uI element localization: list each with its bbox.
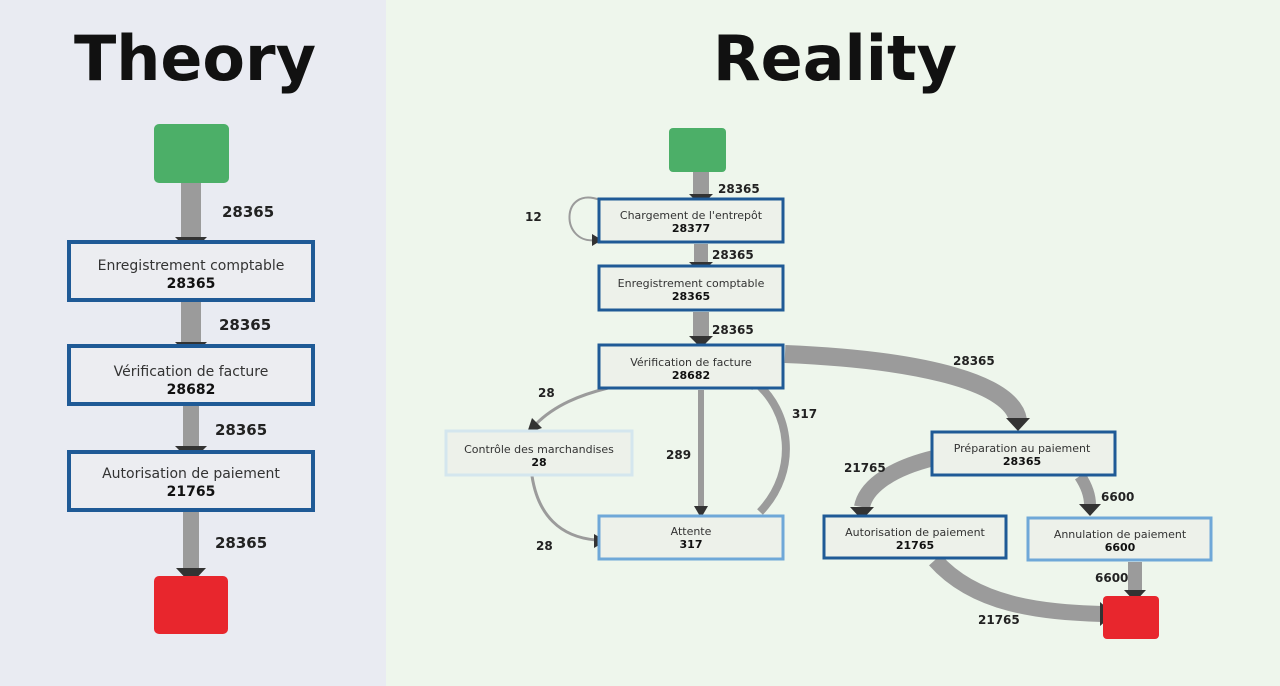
edge-label: 28 bbox=[538, 386, 555, 400]
node-label: Enregistrement comptable bbox=[98, 258, 285, 274]
theory-edge-enregistrement-verification bbox=[181, 302, 201, 346]
reality-edge-verification-preparation bbox=[784, 345, 1027, 423]
node-label: Autorisation de paiement bbox=[845, 526, 985, 539]
edge-label: 28365 bbox=[953, 354, 995, 368]
node-count: 28365 bbox=[167, 276, 216, 292]
theory-start-node bbox=[154, 124, 229, 183]
node-count: 28377 bbox=[672, 222, 710, 235]
theory-end-node bbox=[154, 576, 228, 634]
edge-label: 28365 bbox=[718, 182, 760, 196]
reality-edge-enregistrement-verification bbox=[693, 312, 709, 338]
theory-node-enregistrement: Enregistrement comptable 28365 bbox=[67, 240, 315, 302]
node-label: Vérification de facture bbox=[114, 364, 269, 380]
reality-edge-preparation-autorisation bbox=[854, 450, 936, 510]
node-label: Chargement de l'entrepôt bbox=[620, 209, 763, 222]
reality-edge-chargement-loop bbox=[568, 196, 601, 242]
node-label: Annulation de paiement bbox=[1054, 528, 1187, 541]
theory-diagram: Enregistrement comptable 28365 Vérificat… bbox=[67, 124, 315, 634]
reality-edge-autorisation-end bbox=[929, 554, 1103, 622]
edge-label: 28365 bbox=[215, 534, 267, 552]
node-count: 21765 bbox=[167, 484, 216, 500]
node-count: 6600 bbox=[1105, 541, 1136, 554]
arrowhead-icon bbox=[1079, 504, 1101, 516]
reality-node-attente: Attente 317 bbox=[597, 514, 785, 561]
arrowhead-icon bbox=[689, 336, 713, 348]
node-label: Préparation au paiement bbox=[954, 442, 1091, 455]
edge-label: 21765 bbox=[978, 613, 1020, 627]
arrowhead-icon bbox=[527, 418, 542, 433]
theory-node-verification: Vérification de facture 28682 bbox=[67, 344, 315, 406]
theory-node-autorisation: Autorisation de paiement 21765 bbox=[67, 450, 315, 512]
edge-label: 28365 bbox=[215, 421, 267, 439]
reality-edge-attente-verification bbox=[752, 378, 790, 515]
arrowhead-icon bbox=[1006, 418, 1030, 431]
node-count: 317 bbox=[680, 538, 703, 551]
reality-start-node bbox=[669, 128, 726, 172]
node-count: 21765 bbox=[896, 539, 934, 552]
reality-edge-verification-controle bbox=[534, 386, 609, 426]
reality-node-chargement: Chargement de l'entrepôt 28377 bbox=[597, 197, 785, 244]
node-label: Contrôle des marchandises bbox=[464, 443, 614, 456]
reality-end-node bbox=[1103, 596, 1159, 639]
reality-node-enregistrement: Enregistrement comptable 28365 bbox=[597, 264, 785, 312]
arrowhead-icon bbox=[850, 507, 874, 520]
edge-label: 6600 bbox=[1095, 571, 1128, 585]
edge-label: 21765 bbox=[844, 461, 886, 475]
edge-label: 289 bbox=[666, 448, 691, 462]
reality-edge-chargement-enregistrement bbox=[694, 244, 708, 262]
arrowhead-icon bbox=[694, 506, 708, 518]
reality-edge-controle-attente bbox=[530, 475, 597, 542]
node-label: Vérification de facture bbox=[630, 356, 752, 369]
edge-label: 28365 bbox=[712, 323, 754, 337]
theory-title: Theory bbox=[73, 22, 317, 95]
reality-edge-preparation-annulation bbox=[1074, 472, 1096, 506]
edge-label: 28365 bbox=[219, 316, 271, 334]
reality-diagram: Chargement de l'entrepôt 28377 Enregistr… bbox=[444, 128, 1213, 639]
edge-label: 317 bbox=[792, 407, 817, 421]
reality-edge-annulation-end bbox=[1128, 562, 1142, 592]
arrowhead-icon bbox=[592, 234, 602, 246]
node-count: 28 bbox=[531, 456, 546, 469]
node-label: Attente bbox=[671, 525, 712, 538]
edge-label: 28365 bbox=[222, 203, 274, 221]
reality-node-preparation: Préparation au paiement 28365 bbox=[930, 430, 1117, 477]
reality-node-annulation: Annulation de paiement 6600 bbox=[1026, 516, 1213, 562]
edge-label: 28 bbox=[536, 539, 553, 553]
reality-node-verification: Vérification de facture 28682 bbox=[597, 343, 785, 390]
reality-title: Reality bbox=[712, 22, 958, 95]
reality-edge-start-chargement bbox=[693, 172, 709, 196]
node-label: Autorisation de paiement bbox=[102, 466, 280, 482]
edge-label: 6600 bbox=[1101, 490, 1134, 504]
node-count: 28682 bbox=[672, 369, 710, 382]
theory-edge-start-enregistrement bbox=[181, 183, 201, 241]
edge-label: 28365 bbox=[712, 248, 754, 262]
reality-node-autorisation: Autorisation de paiement 21765 bbox=[822, 514, 1008, 560]
node-label: Enregistrement comptable bbox=[618, 277, 765, 290]
edge-label: 12 bbox=[525, 210, 542, 224]
node-count: 28682 bbox=[167, 382, 216, 398]
node-count: 28365 bbox=[672, 290, 710, 303]
reality-node-controle: Contrôle des marchandises 28 bbox=[444, 429, 634, 477]
theory-edge-verification-autorisation bbox=[183, 406, 199, 450]
theory-edge-autorisation-end bbox=[183, 512, 199, 572]
node-count: 28365 bbox=[1003, 455, 1041, 468]
